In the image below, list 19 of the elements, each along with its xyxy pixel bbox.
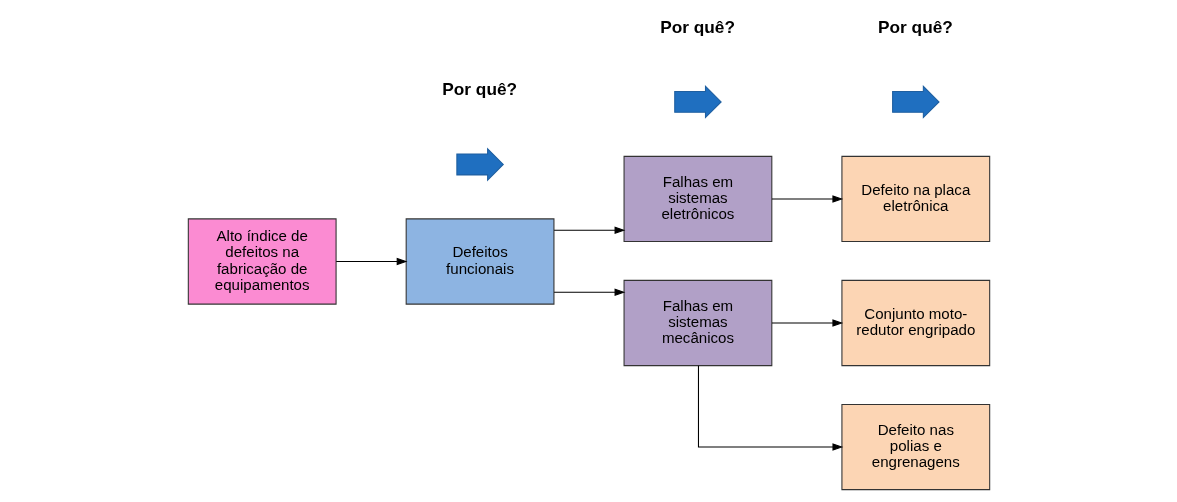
label: Por quê? bbox=[441, 79, 517, 100]
node-box: Defeitos funcionais bbox=[405, 218, 554, 305]
label: Por quê? bbox=[877, 16, 953, 37]
node-arrow bbox=[455, 147, 504, 182]
arrow bbox=[335, 257, 407, 266]
label: Por quê? bbox=[659, 16, 735, 37]
node-arrow bbox=[891, 84, 940, 119]
arrow bbox=[770, 195, 843, 203]
arrow bbox=[770, 319, 843, 327]
node-box: Alto índice de defeitos na fabricação de equipamentos bbox=[187, 218, 337, 305]
node-box: Falhas em sistemas mecânicos bbox=[623, 279, 772, 367]
node-box: Defeito nas polias e engrenagens bbox=[840, 403, 990, 491]
arrow bbox=[553, 288, 625, 297]
arrow bbox=[553, 226, 625, 235]
node-box: Defeito na placa eletrônica bbox=[840, 155, 990, 243]
node-arrow bbox=[673, 84, 722, 119]
arrow bbox=[697, 365, 843, 451]
node-box: Falhas em sistemas eletrônicos bbox=[623, 155, 772, 243]
node-box: Conjunto moto-redutor engripado bbox=[840, 279, 990, 367]
